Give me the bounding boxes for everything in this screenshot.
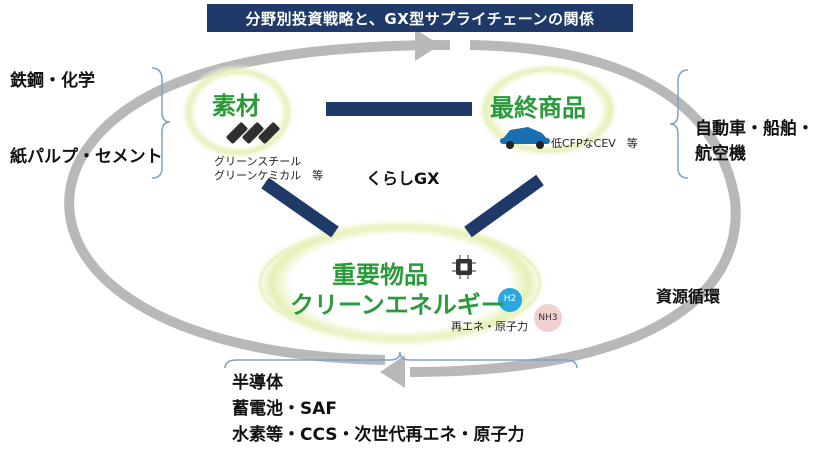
bottom-item-battery-saf: 蓄電池・SAF: [232, 399, 338, 419]
key-goods-sub: 再エネ・原子力: [451, 320, 528, 333]
cycle-arrowhead-lower: [380, 355, 405, 388]
kurashi-gx-label: くらしGX: [366, 169, 440, 188]
right-industry-line-1: 自動車・船舶・: [695, 119, 814, 139]
key-goods-label-1: 重要物品: [332, 261, 428, 289]
materials-label: 素材: [212, 92, 260, 120]
nh3-badge: NH3: [538, 313, 558, 323]
page-title: 分野別投資戦略と、GX型サプライチェーンの関係: [207, 4, 633, 32]
right-brace: [669, 69, 689, 179]
final-products-label: 最終商品: [490, 94, 586, 122]
right-industry-line-2: 航空機: [695, 144, 746, 164]
materials-sub-2: グリーンケミカル 等: [214, 169, 324, 182]
cycle-arrow-upper: [64, 40, 451, 365]
left-industry-paper-cement: 紙パルプ・セメント: [10, 147, 163, 167]
connector-final-key: [464, 174, 544, 238]
bottom-item-hydrogen-etc: 水素等・CCS・次世代再エネ・原子力: [232, 425, 525, 445]
bottom-brace: [224, 351, 578, 369]
final-products-sub: 低CFPなCEV 等: [551, 137, 638, 150]
bottom-item-semiconductor: 半導体: [232, 373, 283, 393]
connector-materials-key: [261, 177, 339, 238]
steel-icon: [226, 122, 280, 144]
car-icon: [500, 127, 550, 149]
left-industry-steel-chemical: 鉄鋼・化学: [10, 71, 95, 91]
h2-badge-circle: [498, 288, 522, 312]
h2-badge: H2: [503, 294, 517, 304]
left-brace: [151, 67, 171, 179]
key-goods-label-2: クリーンエネルギー: [290, 291, 505, 319]
cycle-arrowhead-upper: [415, 29, 440, 61]
connector-materials-final: [326, 102, 472, 116]
cycle-arrow-lower: [409, 40, 741, 377]
nh3-badge-circle: [534, 304, 562, 332]
materials-sub-1: グリーンスチール: [214, 155, 302, 168]
key-goods-glow: [250, 217, 550, 349]
resource-cycle-label: 資源循環: [656, 287, 721, 306]
chip-icon: [452, 255, 476, 279]
